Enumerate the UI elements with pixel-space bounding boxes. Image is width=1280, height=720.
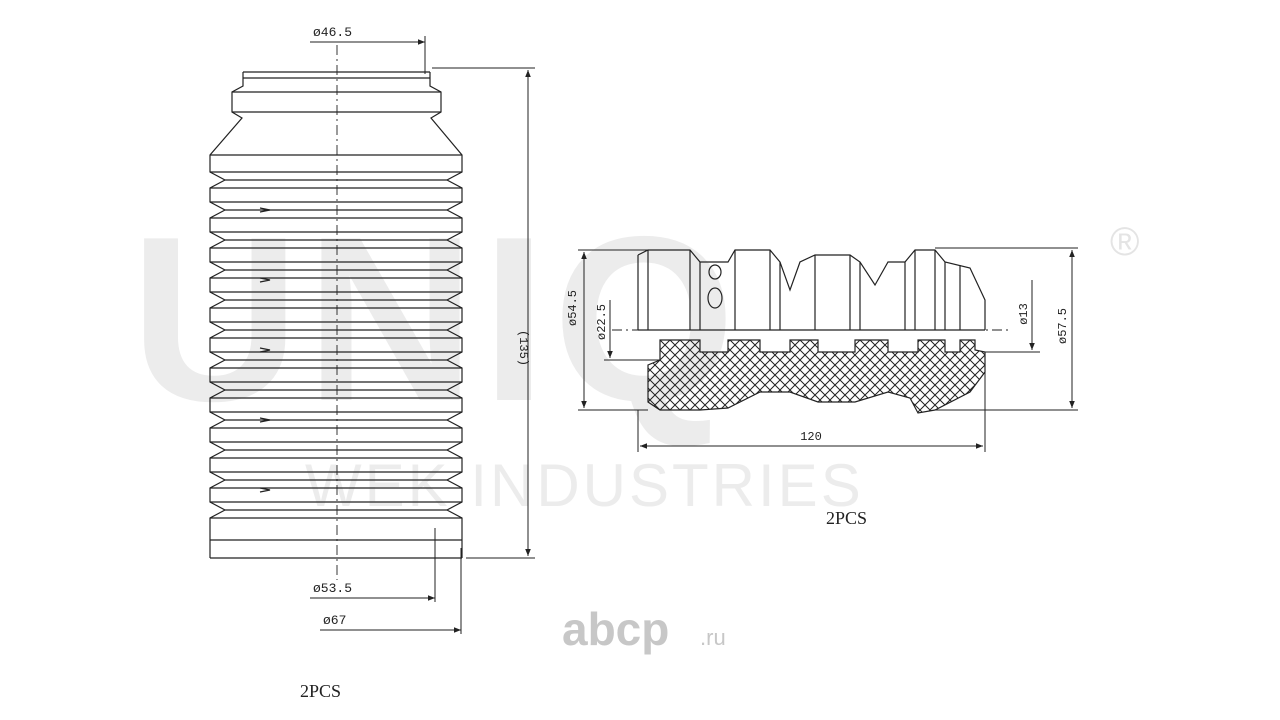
boot-dimensions bbox=[310, 36, 535, 634]
bump-stop-exterior bbox=[637, 249, 986, 330]
watermark: UNIQ ® WEK INDUSTRIES bbox=[130, 187, 1139, 519]
bump-stop-quantity-label: 2PCS bbox=[826, 508, 867, 528]
boot-top-diameter-label: ø46.5 bbox=[313, 25, 352, 40]
boot-outline-left bbox=[209, 72, 244, 558]
abcp-logo: abcp .ru bbox=[562, 603, 726, 655]
bump-stop-inner-left-diameter-label: ø22.5 bbox=[595, 304, 609, 340]
dust-boot-drawing bbox=[209, 45, 463, 580]
bump-stop-dimensions bbox=[578, 247, 1078, 452]
watermark-brand: UNIQ bbox=[130, 187, 742, 450]
bump-stop-outer-left-diameter-label: ø54.5 bbox=[566, 290, 580, 326]
abcp-logo-tld: .ru bbox=[700, 625, 726, 650]
bump-stop-inner-right-diameter-label: ø13 bbox=[1017, 303, 1031, 325]
bump-stop-length-label: 120 bbox=[800, 430, 822, 444]
watermark-subtitle: WEK INDUSTRIES bbox=[305, 452, 864, 519]
bump-stop-outer-right-diameter-label: ø57.5 bbox=[1056, 308, 1070, 344]
boot-height-label: (135) bbox=[516, 330, 530, 366]
bump-stop-drawing bbox=[612, 249, 1010, 414]
boot-fold-lines bbox=[210, 154, 462, 519]
watermark-registered-mark: ® bbox=[1110, 220, 1139, 264]
bump-stop-section bbox=[647, 339, 986, 414]
boot-outline-right bbox=[429, 72, 463, 558]
boot-inner-bottom-diameter-label: ø53.5 bbox=[313, 581, 352, 596]
boot-quantity-label: 2PCS bbox=[300, 681, 341, 701]
boot-outer-bottom-diameter-label: ø67 bbox=[323, 613, 346, 628]
abcp-logo-name: abcp bbox=[562, 603, 669, 655]
